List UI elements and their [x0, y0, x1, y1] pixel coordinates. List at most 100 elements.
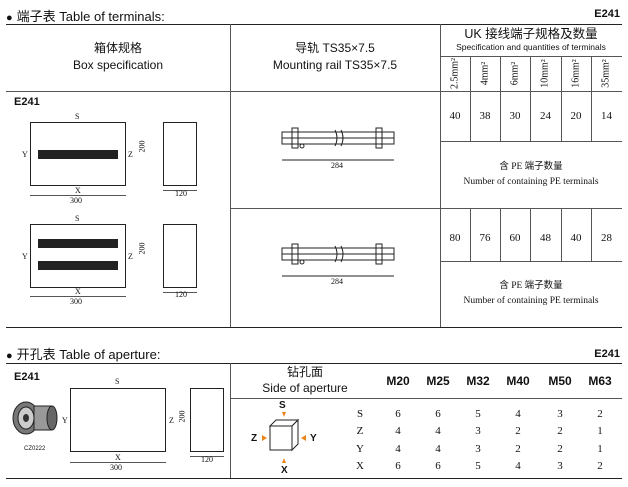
- value-cell: 6: [435, 460, 441, 472]
- mounting-rail-drawing-2: [281, 243, 395, 277]
- col-header: M32: [466, 374, 490, 388]
- size-label: 2.5mm²: [449, 57, 461, 90]
- value-cell: 4: [515, 460, 521, 472]
- rail-bar: [38, 261, 118, 270]
- cube-label-s: S: [279, 400, 286, 411]
- dim-h: 200: [137, 140, 147, 153]
- value-cell: 38: [479, 110, 491, 122]
- value-cell: 1: [597, 443, 603, 455]
- rail-length-dim: 284: [331, 161, 343, 170]
- col-header: M25: [426, 374, 450, 388]
- dim-w: 300: [110, 463, 122, 472]
- dim-w: 300: [70, 297, 82, 306]
- cube-label-y: Y: [310, 433, 317, 444]
- side-label: Y: [356, 443, 364, 455]
- value-cell: 14: [601, 110, 612, 122]
- size-col-line: [591, 56, 592, 141]
- col-header: M50: [548, 374, 572, 388]
- value-cell: 2: [597, 408, 603, 420]
- dim-line: [163, 292, 197, 293]
- value-cell: 76: [479, 232, 491, 244]
- side-header-cn: 钻孔面: [286, 365, 323, 379]
- value-cell: 3: [557, 460, 563, 472]
- size-col-line: [500, 56, 501, 141]
- rail-bar: [38, 150, 118, 159]
- rail-header: 导轨 TS35×7.5 Mounting rail TS35×7.5: [230, 40, 440, 74]
- value-cell: 3: [475, 443, 481, 455]
- col-header: M20: [386, 374, 410, 388]
- uk-header-cn: UK 接线端子规格及数量: [464, 27, 598, 41]
- value-cell: 6: [395, 408, 401, 420]
- dim-x: X: [115, 453, 121, 462]
- col-header: M63: [588, 374, 612, 388]
- value-cell: 40: [449, 110, 461, 122]
- dim-z: Z: [169, 416, 174, 425]
- value-cell: 20: [570, 110, 582, 122]
- value-cell: 2: [597, 460, 603, 472]
- cube-label-x: X: [281, 465, 288, 476]
- value-cell: 2: [515, 443, 521, 455]
- aperture-title-text: 开孔表 Table of aperture:: [16, 347, 161, 362]
- cable-gland-icon: [12, 401, 58, 435]
- dim-y: Y: [22, 150, 28, 159]
- value-cell: 2: [557, 425, 563, 437]
- dim-z: Z: [128, 150, 133, 159]
- header-bottom-border: [6, 91, 622, 92]
- dim-h: 200: [137, 242, 147, 255]
- value-cell: 4: [435, 443, 441, 455]
- dim-y: Y: [62, 416, 68, 425]
- aperture-header-border: [230, 398, 622, 399]
- box-spec-header: 箱体规格 Box specification: [6, 40, 230, 74]
- dim-line: [190, 456, 224, 457]
- arrow-s-icon: [282, 412, 286, 417]
- enclosure-side: [163, 122, 197, 186]
- pe-note: 含 PE 端子数量 Number of containing PE termin…: [440, 160, 622, 190]
- rail-bar: [38, 239, 118, 248]
- size-label: 35mm²: [600, 59, 612, 88]
- arrow-z-icon: [262, 435, 267, 441]
- aperture-bottom-border: [6, 478, 622, 479]
- value-cell: 2: [557, 443, 563, 455]
- aperture-code: E241: [594, 348, 620, 360]
- value-cell: 5: [475, 460, 481, 472]
- value-cell: 4: [515, 408, 521, 420]
- terminals-title-text: 端子表 Table of terminals:: [16, 9, 165, 24]
- pe-note-en: Number of containing PE terminals: [463, 296, 599, 306]
- bullet-icon: ●: [6, 350, 13, 362]
- dim-line: [163, 190, 197, 191]
- aperture-title: ●开孔表 Table of aperture:: [6, 344, 160, 363]
- table-bottom-border: [6, 327, 622, 328]
- terminals-code: E241: [594, 8, 620, 20]
- value-cell: 4: [395, 425, 401, 437]
- enclosure-front: [30, 224, 126, 288]
- value-cell: 6: [395, 460, 401, 472]
- side-label: X: [356, 460, 364, 472]
- value-cell: 28: [601, 232, 612, 244]
- value-cell: 3: [557, 408, 563, 420]
- dim-d: 120: [175, 189, 187, 198]
- dim-z: Z: [128, 252, 133, 261]
- value-cell: 4: [435, 425, 441, 437]
- dim-line: [30, 195, 126, 196]
- value-cell: 40: [570, 232, 582, 244]
- value-cell: 1: [597, 425, 603, 437]
- aperture-model: E241: [14, 371, 40, 383]
- col-divider-2: [440, 24, 441, 327]
- enclosure-front: [70, 388, 166, 452]
- dim-x: X: [75, 287, 81, 296]
- dim-s: S: [75, 112, 80, 121]
- pe-note-en: Number of containing PE terminals: [463, 177, 599, 187]
- value-cell: 24: [540, 110, 551, 122]
- cube-label-z: Z: [251, 433, 258, 444]
- value-cell: 30: [509, 110, 521, 122]
- value-cell: 4: [395, 443, 401, 455]
- size-col-line: [470, 208, 471, 261]
- row-divider: [230, 208, 622, 209]
- uk-header-en: Specification and quantities of terminal…: [456, 42, 606, 52]
- size-col-line: [530, 208, 531, 261]
- uk-subheader-border: [440, 56, 622, 57]
- dim-d: 120: [175, 290, 187, 299]
- dim-line: [30, 296, 126, 297]
- box-spec-header-en: Box specification: [72, 58, 164, 72]
- row1-values-divider: [440, 141, 622, 142]
